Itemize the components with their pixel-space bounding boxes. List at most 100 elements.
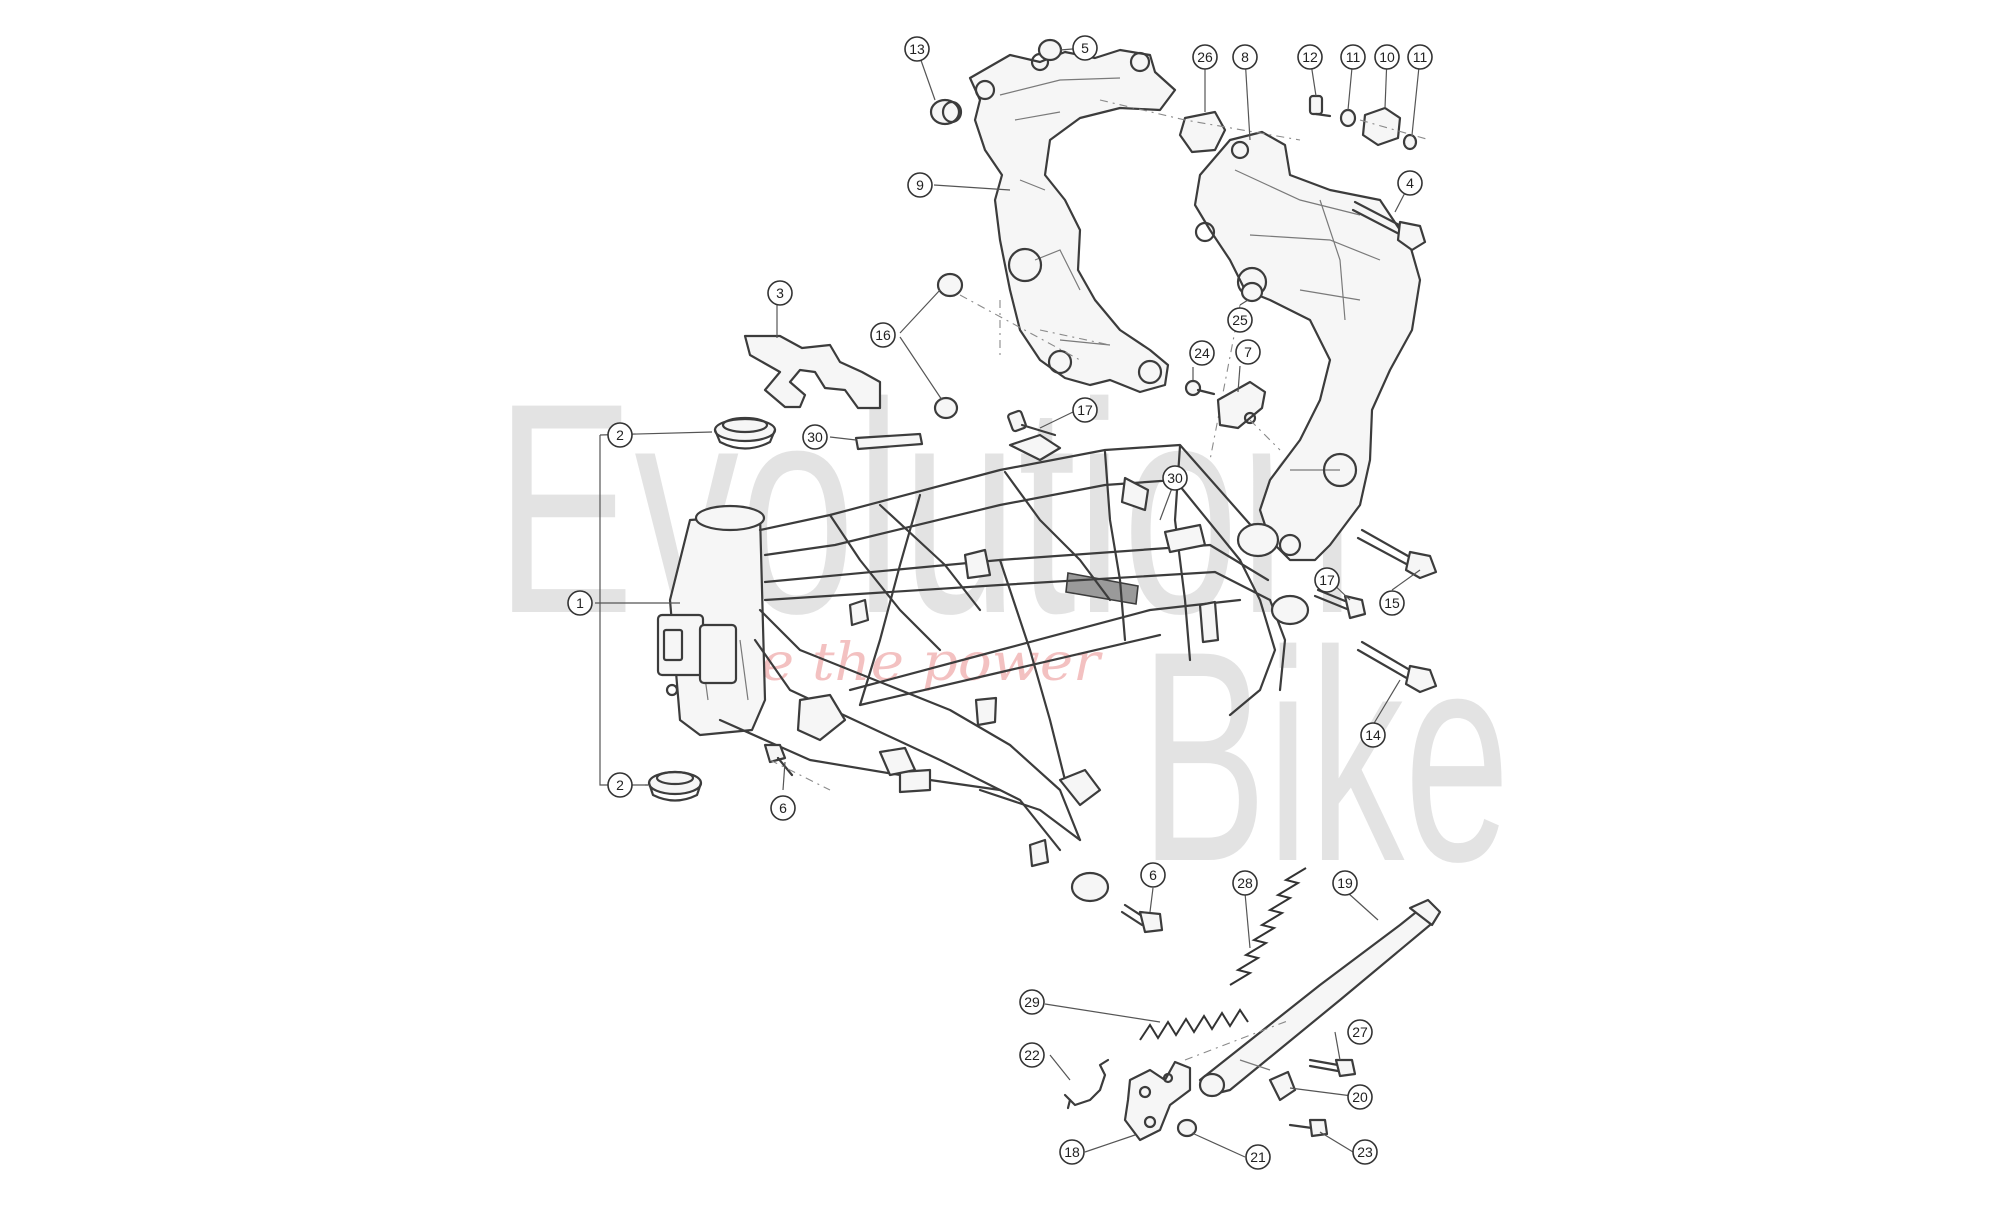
callout-28: 28	[1232, 870, 1258, 896]
callout-label: 30	[807, 429, 823, 445]
washer-11	[1339, 108, 1357, 128]
callout-label: 20	[1352, 1089, 1368, 1105]
callout-label: 13	[909, 41, 925, 57]
callout-16: 16	[870, 322, 896, 348]
callout-14: 14	[1360, 722, 1386, 748]
callout-19: 19	[1332, 870, 1358, 896]
callout-label: 21	[1250, 1149, 1266, 1165]
bolt-17-upper	[1007, 409, 1057, 437]
callout-label: 12	[1302, 49, 1318, 65]
callout-6-right: 6	[1140, 862, 1166, 888]
callout-label: 9	[916, 177, 924, 193]
bolt-23	[1288, 1118, 1329, 1138]
callout-label: 15	[1384, 595, 1400, 611]
left-subframe-plate	[968, 48, 1177, 394]
right-subframe-plate	[1193, 130, 1422, 562]
callout-17-upper: 17	[1072, 397, 1098, 423]
side-stand-19	[1198, 898, 1442, 1098]
callout-24: 24	[1189, 340, 1215, 366]
callout-label: 6	[779, 800, 787, 816]
callout-21: 21	[1245, 1144, 1271, 1170]
clip-10	[1361, 106, 1418, 151]
callout-label: 1	[576, 595, 584, 611]
bolt-4	[1351, 200, 1427, 252]
callout-label: 8	[1241, 49, 1249, 65]
callout-label: 29	[1024, 994, 1040, 1010]
callout-label: 14	[1365, 727, 1381, 743]
callout-label: 18	[1064, 1144, 1080, 1160]
callout-25: 25	[1227, 307, 1253, 333]
callout-5: 5	[1072, 35, 1098, 61]
bolt-15	[1356, 528, 1438, 580]
watermark-line2: Bike	[1140, 588, 1510, 924]
spacer-20	[1268, 1070, 1297, 1102]
label-30-upper	[854, 432, 924, 451]
callout-label: 7	[1244, 344, 1252, 360]
callout-30-lower: 30	[1162, 465, 1188, 491]
callout-3: 3	[767, 280, 793, 306]
clip-22	[1063, 1058, 1110, 1110]
washer-21	[1176, 1118, 1198, 1138]
callout-label: 24	[1194, 345, 1210, 361]
callout-label: 11	[1413, 49, 1428, 65]
callout-label: 3	[776, 285, 784, 301]
callout-label: 11	[1346, 49, 1361, 65]
callout-label: 10	[1379, 49, 1395, 65]
bolt-12	[1308, 94, 1332, 118]
callout-11-left: 11	[1340, 44, 1366, 70]
callout-label: 2	[616, 427, 624, 443]
bracket-7	[1216, 380, 1267, 430]
callout-label: 28	[1237, 875, 1253, 891]
callout-label: 6	[1149, 867, 1157, 883]
bolt-6-right	[1120, 903, 1164, 934]
callout-label: 4	[1406, 175, 1414, 191]
callout-1: 1	[567, 590, 593, 616]
screw-24	[1184, 379, 1216, 397]
callout-label: 5	[1081, 40, 1089, 56]
bolt-27	[1308, 1058, 1357, 1078]
callout-22: 22	[1019, 1042, 1045, 1068]
bearing-2-upper	[713, 416, 777, 450]
spring-28	[1229, 867, 1307, 986]
callout-7: 7	[1235, 339, 1261, 365]
callout-2-upper: 2	[607, 422, 633, 448]
callout-label: 22	[1024, 1047, 1040, 1063]
callout-17-lower: 17	[1314, 567, 1340, 593]
callout-2-lower: 2	[607, 772, 633, 798]
nut-16-upper	[936, 272, 964, 298]
callout-8: 8	[1232, 44, 1258, 70]
callout-label: 30	[1167, 470, 1183, 486]
bracket-18	[1123, 1060, 1192, 1142]
callout-23: 23	[1352, 1139, 1378, 1165]
spring-29	[1139, 1008, 1249, 1041]
callout-15: 15	[1379, 590, 1405, 616]
callout-27: 27	[1347, 1019, 1373, 1045]
callout-6-left: 6	[770, 795, 796, 821]
main-frame-1	[656, 433, 1310, 903]
nut-16-lower	[933, 396, 959, 420]
callout-20: 20	[1347, 1084, 1373, 1110]
callout-label: 25	[1232, 312, 1248, 328]
callout-label: 2	[616, 777, 624, 793]
bush-26	[1178, 110, 1227, 154]
callout-11-right: 11	[1407, 44, 1433, 70]
callout-29: 29	[1019, 989, 1045, 1015]
callout-26: 26	[1192, 44, 1218, 70]
callout-label: 26	[1197, 49, 1213, 65]
callout-label: 17	[1077, 402, 1093, 418]
callout-4: 4	[1397, 170, 1423, 196]
callout-label: 23	[1357, 1144, 1373, 1160]
bolt-14	[1356, 640, 1438, 694]
callout-label: 19	[1337, 875, 1353, 891]
callout-label: 16	[875, 327, 891, 343]
callout-30-upper: 30	[802, 424, 828, 450]
callout-12: 12	[1297, 44, 1323, 70]
callout-label: 17	[1319, 572, 1335, 588]
decal-sticker-3	[743, 334, 882, 410]
bush-13	[929, 98, 963, 126]
callout-10: 10	[1374, 44, 1400, 70]
callout-9: 9	[907, 172, 933, 198]
bearing-2-lower	[647, 770, 703, 802]
